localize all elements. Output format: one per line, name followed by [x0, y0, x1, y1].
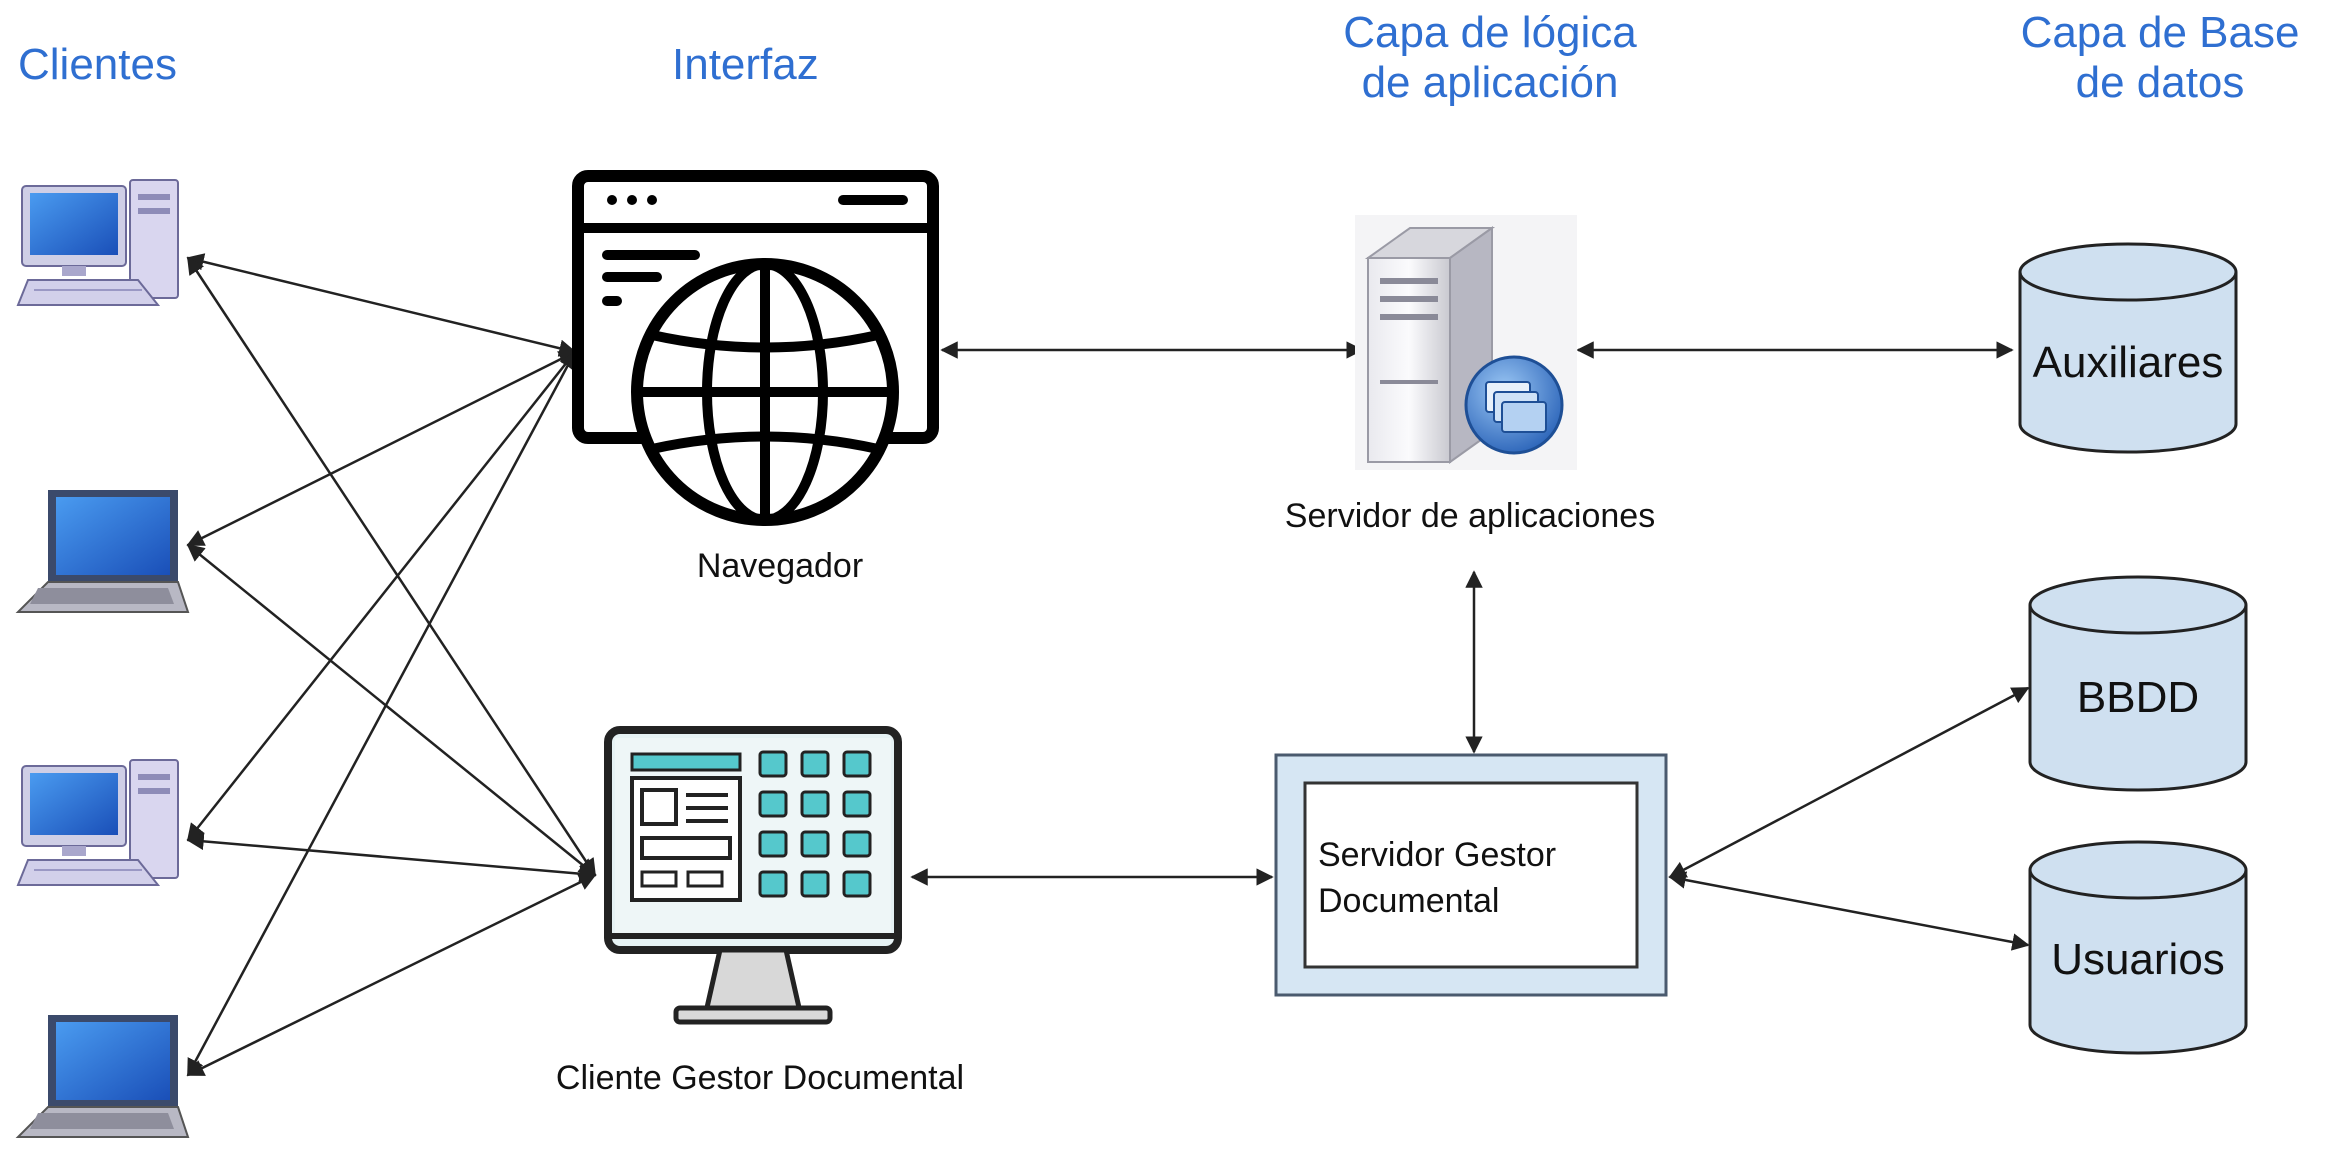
header-clientes: Clientes [18, 40, 177, 89]
label-servidor-gestor: Servidor Gestor Documental [1318, 832, 1618, 924]
desktop-app-monitor-icon [604, 726, 902, 1025]
db-label-auxiliares: Auxiliares [2032, 338, 2224, 387]
header-capa-bd: Capa de Base de datos [1990, 8, 2328, 108]
servidor-gestor-box [1274, 753, 1668, 997]
header-capa-logica: Capa de lógica de aplicación [1300, 8, 1680, 108]
db-label-bbdd: BBDD [2076, 673, 2200, 722]
edge-client3-cliente-gestor [186, 832, 597, 883]
label-servidor-gestor-line2: Documental [1318, 882, 1500, 920]
database-cylinder-icon [2018, 242, 2238, 454]
db-label-usuarios: Usuarios [2051, 935, 2225, 984]
edge-servidor-gestor-usuarios [1668, 871, 2030, 951]
edge-client1-cliente-gestor [186, 256, 597, 877]
header-capa-bd-line2: de datos [2075, 58, 2245, 107]
database-cylinder-icon [2028, 840, 2248, 1055]
database-cylinder-icon [2028, 575, 2248, 792]
header-capa-logica-line2: de aplicación [1361, 58, 1619, 107]
label-cliente-gestor: Cliente Gestor Documental [555, 1059, 965, 1097]
header-capa-bd-line1: Capa de Base [2020, 8, 2300, 57]
edge-client4-navegador [186, 350, 577, 1077]
edge-servidor-gestor-bbdd [1668, 686, 2030, 879]
edge-client2-navegador [186, 350, 577, 547]
edge-client4-cliente-gestor [186, 873, 597, 1077]
web-browser-globe-icon [572, 170, 939, 526]
edge-client2-cliente-gestor [186, 543, 597, 877]
desktop-computer-icon [16, 759, 179, 886]
label-servidor-aplicaciones: Servidor de aplicaciones [1284, 497, 1656, 535]
header-capa-logica-line1: Capa de lógica [1343, 8, 1637, 57]
server-tower-icon [1355, 215, 1577, 470]
desktop-computer-icon [16, 179, 179, 306]
laptop-icon [15, 490, 190, 613]
label-navegador: Navegador [696, 547, 864, 585]
label-servidor-gestor-line1: Servidor Gestor [1318, 836, 1557, 874]
laptop-icon [15, 1015, 190, 1138]
edge-client1-navegador [186, 253, 577, 357]
header-interfaz: Interfaz [672, 40, 819, 89]
connections [186, 253, 2030, 1077]
edge-client3-navegador [186, 350, 577, 842]
